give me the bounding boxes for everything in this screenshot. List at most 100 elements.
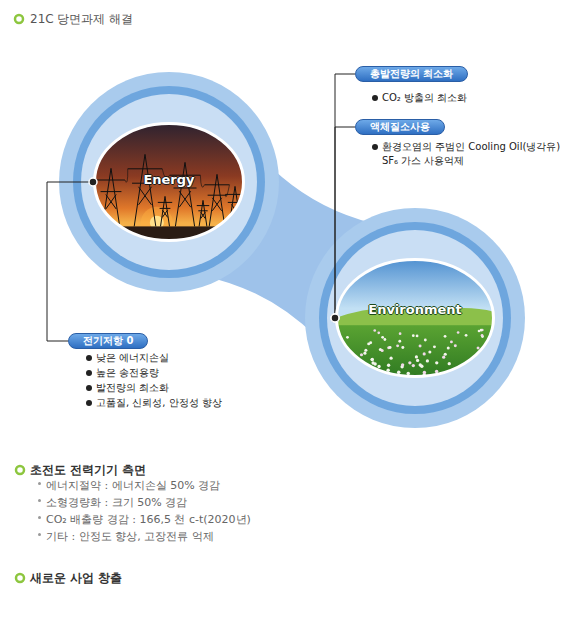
pylon-silhouette [128, 154, 163, 226]
list-item: CO₂ 배출량 경감 : 166,5 천 c-t(2020년) [46, 513, 251, 527]
flower-dot [415, 355, 418, 358]
flower-dot [442, 356, 445, 359]
flower-dot [448, 362, 451, 365]
flower-dot [447, 346, 450, 349]
flower-dot [420, 365, 423, 368]
power-wire [200, 175, 204, 187]
flower-dot [398, 340, 401, 343]
flower-dot [371, 371, 374, 374]
outer-ring [305, 208, 525, 428]
bullet-dot [86, 370, 92, 376]
flower-dot [401, 363, 404, 366]
flower-dot [389, 357, 392, 360]
flower-dot [342, 362, 345, 365]
flower-dot [381, 336, 384, 339]
flower-dot [481, 334, 484, 337]
flower-dot [435, 361, 438, 364]
flower-dot [387, 364, 390, 367]
middle-ring [319, 222, 511, 414]
flower-dot [369, 341, 372, 344]
pylon-silhouette [170, 162, 201, 226]
list-item: 소형경량화 : 크기 50% 경감 [46, 496, 187, 510]
pylon-silhouette [158, 196, 172, 226]
flower-dot [412, 334, 415, 337]
flower-dot [478, 371, 481, 374]
page-title: 21C 당면과제 해결 [30, 12, 133, 26]
flower-dot [428, 350, 431, 353]
bullet-text-row: 발전량의 최소화 [86, 381, 169, 395]
bullet-text: CO₂ 방출의 최소화 [382, 91, 467, 105]
flower-dot [371, 361, 374, 364]
flower-dot [471, 371, 474, 374]
sky [335, 258, 495, 378]
flower-dot [377, 331, 380, 334]
flower-dot [462, 373, 466, 377]
bullet-text: 높은 송전용량 [96, 366, 159, 380]
flower-dot [365, 372, 369, 376]
inner-ring [81, 94, 257, 270]
pill-label: 총발전량의 최소화 [370, 67, 453, 81]
bullet-text: 환경오염의 주범인 Cooling Oil(냉각유) SF₆ 가스 사용억제 [382, 140, 577, 168]
flower-dot [485, 365, 488, 368]
flower-dot [479, 372, 483, 376]
environment-photo: Environment [335, 258, 495, 378]
pill-label: 액체질소사용 [370, 120, 430, 134]
flower-dot [450, 340, 453, 343]
flower-dot [416, 359, 419, 362]
pylon-silhouette [197, 200, 209, 226]
bullet-text: 낮은 에너지손실 [96, 351, 169, 365]
flower-dot [399, 332, 402, 335]
list-marker [38, 482, 41, 485]
flower-dot [370, 358, 373, 361]
hills [335, 308, 495, 378]
flower-dot [476, 371, 479, 374]
pill-box: 액체질소사용 [355, 119, 445, 135]
photo-border [337, 260, 494, 377]
flower-dot [373, 329, 376, 332]
flower-dot [423, 352, 426, 355]
flower-dot [424, 339, 427, 342]
flower-dot [342, 372, 346, 376]
middle-ring [73, 86, 265, 278]
bullet-text-row: 환경오염의 주범인 Cooling Oil(냉각유) SF₆ 가스 사용억제 [372, 140, 577, 168]
flower-dot [423, 371, 426, 374]
flower-dot [368, 376, 372, 378]
field [335, 325, 495, 378]
flower-dot [383, 338, 386, 341]
flower-dot [419, 344, 422, 347]
photo-ellipse [335, 258, 495, 378]
flower-dot [481, 359, 484, 362]
bullet-text: 발전량의 최소화 [96, 381, 169, 395]
flower-dot [401, 346, 404, 349]
flower-dot [346, 336, 349, 339]
bullet-dot [86, 400, 92, 406]
flower-dot [473, 359, 476, 362]
bullet-text-row: CO₂ 방출의 최소화 [372, 91, 467, 105]
bullet-dot [372, 95, 378, 101]
flower-dot [408, 361, 411, 364]
flower-dot [339, 352, 342, 355]
flower-dot [433, 345, 436, 348]
bullet-dot [372, 144, 378, 150]
flower-dot [478, 330, 481, 333]
list-marker [38, 533, 41, 536]
flower-dot [363, 352, 366, 355]
list-item-row: 소형경량화 : 크기 50% 경감 [38, 496, 187, 510]
flower-dot [474, 363, 477, 366]
flower-dot [360, 353, 363, 356]
section-heading: 초전도 전력기기 측면 [30, 463, 146, 477]
flower-dot [477, 346, 480, 349]
flower-dot [474, 366, 477, 369]
pill-label: 전기저항 0 [83, 334, 133, 348]
flower-dot [426, 359, 429, 362]
power-wire [125, 169, 128, 183]
list-item-row: 에너지절약 : 에너지손실 50% 경감 [38, 479, 220, 493]
section-heading: 새로운 사업 창출 [30, 571, 122, 585]
connection-dot [89, 178, 97, 186]
list-marker [38, 516, 41, 519]
flower-dot [444, 335, 447, 338]
flower-dot [379, 348, 382, 351]
